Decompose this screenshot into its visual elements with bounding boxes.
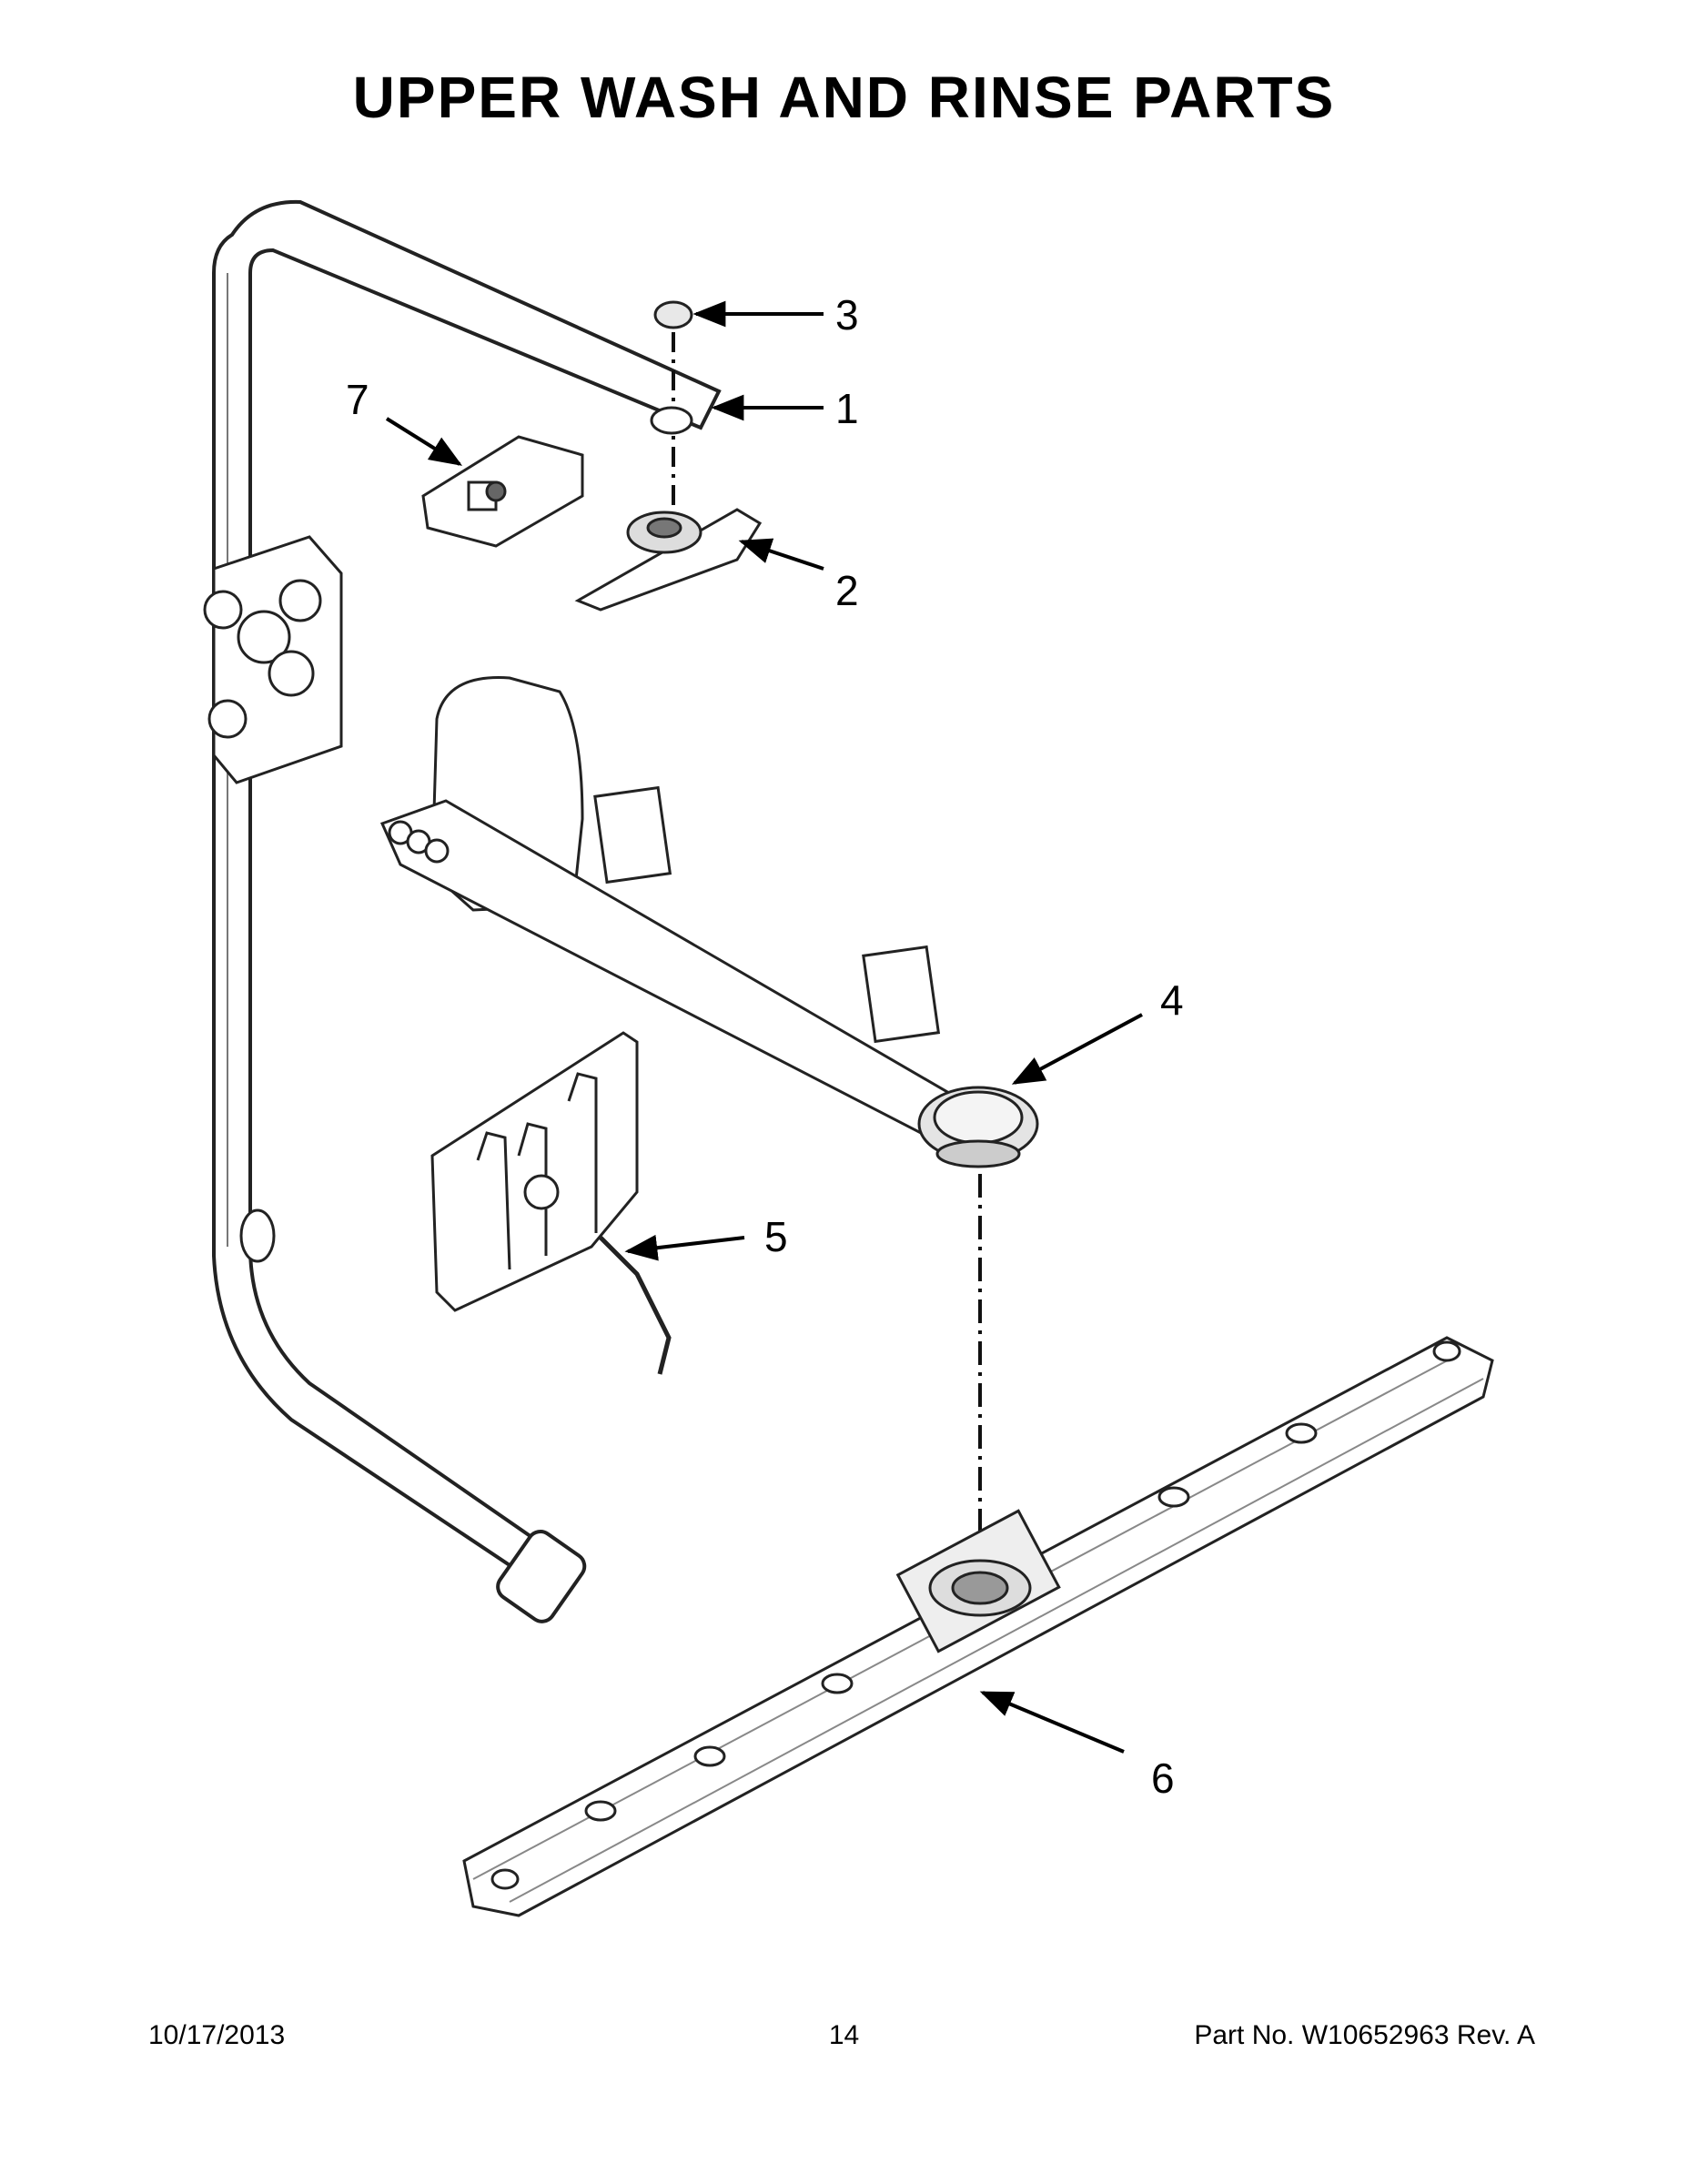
part-3-cap bbox=[653, 300, 693, 329]
footer-page-number: 14 bbox=[828, 2020, 860, 2050]
page-title: UPPER WASH AND RINSE PARTS bbox=[352, 65, 1336, 130]
callout-2: 2 bbox=[835, 567, 859, 614]
footer-part-number: Part No. W10652963 Rev. A bbox=[1194, 2020, 1535, 2050]
part-2-hub-mount bbox=[574, 508, 763, 612]
callout-3: 3 bbox=[835, 291, 859, 339]
callout-4: 4 bbox=[1160, 976, 1184, 1024]
part-5-spray-bracket bbox=[430, 1031, 672, 1375]
part-4-spray-manifold bbox=[379, 676, 1039, 1168]
tube-bracket bbox=[203, 535, 343, 784]
part-1-outlet bbox=[650, 406, 693, 435]
callout-5: 5 bbox=[764, 1213, 788, 1260]
callout-7: 7 bbox=[346, 376, 369, 423]
footer-date: 10/17/2013 bbox=[148, 2020, 286, 2050]
part-6-spray-arm bbox=[462, 1336, 1494, 1917]
callout-1: 1 bbox=[835, 385, 859, 432]
callout-arrows bbox=[385, 300, 1143, 1754]
part-7-clip bbox=[421, 435, 584, 548]
callout-6: 6 bbox=[1151, 1754, 1175, 1802]
